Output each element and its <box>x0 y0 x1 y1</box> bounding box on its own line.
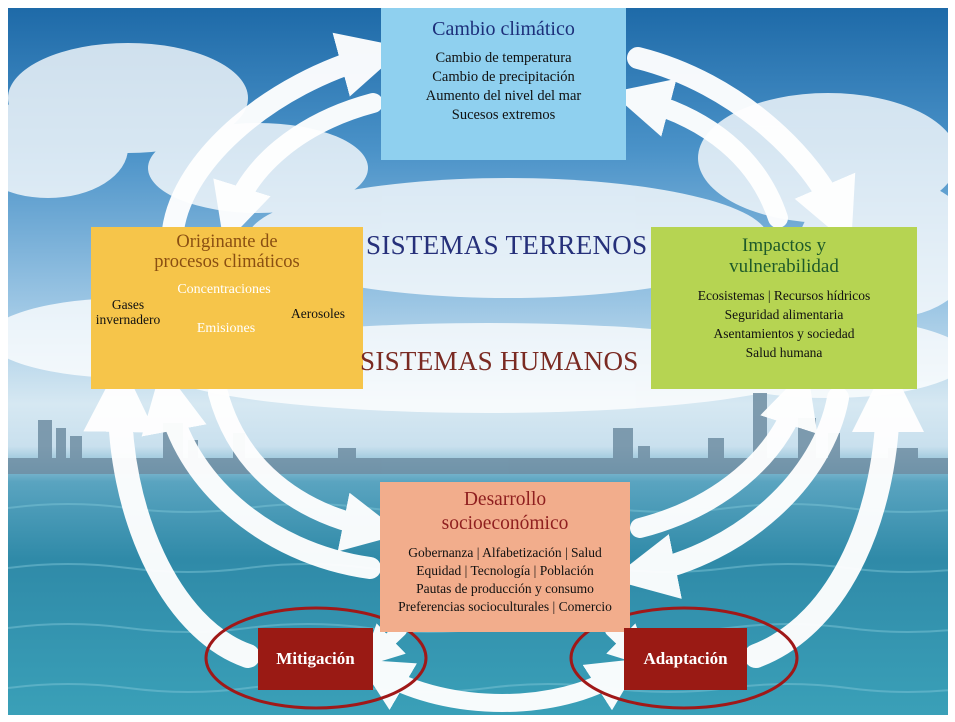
development-item-governance: Gobernanza | Alfabetización | Salud <box>408 545 602 560</box>
greenhouse-gases-line1: Gases <box>111 297 145 312</box>
climate-item-precipitation: Cambio de precipitación <box>432 69 575 85</box>
impacts-vulnerability-box: Impactos y vulnerabilidad Ecosistemas | … <box>651 227 917 389</box>
arrow-climate-to-impacts <box>627 47 856 247</box>
impacts-item-ecosystems: Ecosistemas | Recursos hídricos <box>697 288 871 303</box>
socioeconomic-development-box: Desarrollo socioeconómico Gobernanza | A… <box>380 482 630 632</box>
human-systems-title: SISTEMAS HUMANOS <box>360 346 639 376</box>
climate-change-list: Cambio de temperatura Cambio de precipit… <box>381 49 626 125</box>
concentrations-label: Concentraciones <box>177 282 271 297</box>
impacts-title-line2: vulnerabilidad <box>729 256 839 277</box>
climate-item-temperature: Cambio de temperatura <box>435 50 572 66</box>
impacts-item-health: Salud humana <box>745 345 823 360</box>
climate-drivers-box: Originante de procesos climáticos <box>91 227 363 389</box>
mitigation-highlight-ring <box>204 606 428 710</box>
cycle-arrows <box>83 32 924 712</box>
development-list: Gobernanza | Alfabetización | Salud Equi… <box>380 544 630 616</box>
arrow-mitigation-to-drivers <box>83 360 260 668</box>
mitigation-box: Mitigación <box>258 628 373 690</box>
climate-change-box: Cambio climático Cambio de temperatura C… <box>381 8 626 160</box>
impacts-title-line1: Impactos y <box>742 235 826 256</box>
climate-change-title: Cambio climático <box>432 18 575 40</box>
arrow-development-to-impacts <box>630 367 818 538</box>
impacts-item-settlements: Asentamientos y sociedad <box>713 326 855 341</box>
development-title-line1: Desarrollo <box>463 489 547 510</box>
development-item-production: Pautas de producción y consumo <box>416 581 594 596</box>
climate-item-extreme-events: Sucesos extremos <box>451 107 556 123</box>
climate-item-sea-level: Aumento del nivel del mar <box>425 88 582 104</box>
impacts-item-food-security: Seguridad alimentaria <box>724 307 844 322</box>
development-item-preferences: Preferencias socioculturales | Comercio <box>398 599 612 614</box>
development-item-equity: Equidad | Tecnología | Población <box>416 563 594 578</box>
drivers-title-line1: Originante de <box>176 232 278 252</box>
greenhouse-gases-label: Gases invernadero <box>93 297 163 327</box>
arrow-impacts-to-development <box>610 387 849 599</box>
impacts-title: Impactos y vulnerabilidad <box>651 235 917 277</box>
arrow-impacts-to-climate <box>611 78 788 228</box>
arrow-development-to-drivers <box>141 365 381 579</box>
arrow-drivers-to-development <box>208 383 403 552</box>
aerosols-label: Aerosoles <box>291 306 345 321</box>
impacts-list: Ecosistemas | Recursos hídricos Segurida… <box>651 286 917 362</box>
drivers-title: Originante de procesos climáticos <box>91 232 363 272</box>
arrow-drivers-to-climate <box>162 32 405 241</box>
diagram-scene: Cambio climático Cambio de temperatura C… <box>8 8 948 715</box>
adaptation-highlight-ring <box>569 606 799 710</box>
adaptation-box: Adaptación <box>624 628 747 690</box>
drivers-title-line2: procesos climáticos <box>154 252 300 272</box>
arrow-climate-to-drivers <box>213 93 383 245</box>
greenhouse-gases-line2: invernadero <box>95 312 161 327</box>
development-title-line2: socioeconómico <box>441 513 569 534</box>
development-title: Desarrollo socioeconómico <box>380 488 630 536</box>
arrow-development-to-mitigation <box>360 623 407 668</box>
earth-systems-title: SISTEMAS TERRENOS <box>366 230 648 260</box>
emissions-label: Emisiones <box>196 321 256 336</box>
